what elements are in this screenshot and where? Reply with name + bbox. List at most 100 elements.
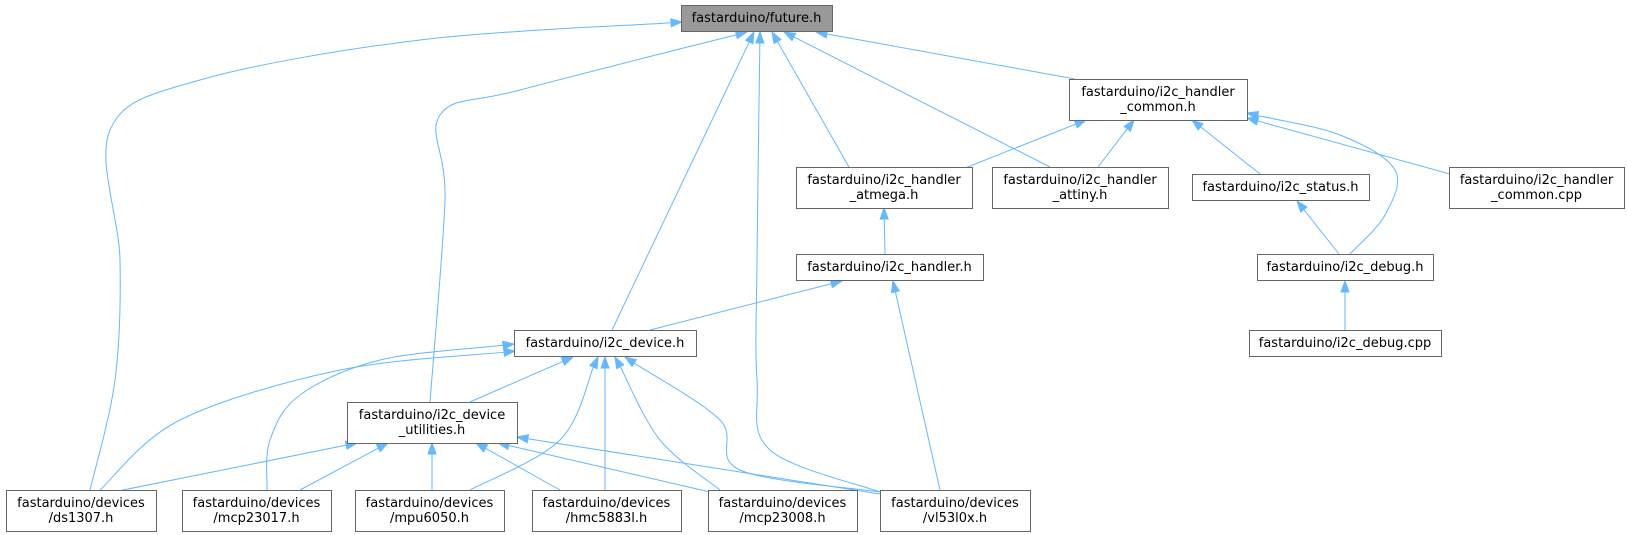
node-i2c-handler-common-h[interactable]: fastarduino/i2c_handler_common.h: [1069, 79, 1248, 121]
edge-i2c_device_utilities_h-to-vl53l0x_h: [515, 434, 881, 495]
edge-line: [99, 351, 505, 491]
node-mpu6050-h[interactable]: fastarduino/devices/mpu6050.h: [355, 490, 505, 532]
node-box[interactable]: [1249, 330, 1442, 357]
node-label: fastarduino/i2c_handler.h: [807, 260, 972, 275]
node-box[interactable]: [182, 490, 332, 532]
node-i2c-status-h[interactable]: fastarduino/i2c_status.h: [1192, 174, 1370, 201]
node-box[interactable]: [796, 167, 973, 209]
node-box[interactable]: [514, 330, 697, 357]
node-label: /mcp23017.h: [213, 511, 299, 526]
node-i2c-handler-atmega-h[interactable]: fastarduino/i2c_handler_atmega.h: [796, 167, 973, 209]
nodes-layer: fastarduino/future.h fastarduino/i2c_hand…: [6, 5, 1625, 532]
node-box[interactable]: [992, 167, 1169, 209]
node-i2c-device-utilities-h[interactable]: fastarduino/i2c_device_utilities.h: [347, 402, 518, 444]
edge-line: [89, 22, 672, 491]
node-i2c-debug-cpp[interactable]: fastarduino/i2c_debug.cpp: [1249, 330, 1442, 357]
node-mcp23017-h[interactable]: fastarduino/devices/mcp23017.h: [182, 490, 332, 532]
node-box[interactable]: [1449, 167, 1625, 209]
node-box[interactable]: [6, 490, 157, 532]
edge-line: [485, 447, 561, 491]
node-label: _atmega.h: [849, 188, 919, 203]
edge-line: [1200, 126, 1261, 175]
node-box[interactable]: [708, 490, 858, 532]
edge-line: [611, 41, 750, 331]
edge-line: [883, 218, 886, 255]
node-label: _utilities.h: [398, 423, 466, 438]
node-hmc5883l-h[interactable]: fastarduino/devices/hmc5883l.h: [532, 490, 682, 532]
arrowhead-icon: [782, 31, 797, 42]
arrowhead-icon: [375, 442, 390, 453]
edge-i2c_handler_atmega_h-to-i2c_handler_h: [879, 206, 889, 255]
edge-i2c_device_h-to-mcp23017_h: [266, 340, 516, 491]
edge-i2c_device_utilities_h-to-mcp23017_h: [299, 442, 390, 491]
node-mcp23008-h[interactable]: fastarduino/devices/mcp23008.h: [708, 490, 858, 532]
edge-line: [508, 444, 711, 493]
arrowhead-icon: [1245, 111, 1260, 121]
node-label: fastarduino/i2c_status.h: [1202, 180, 1358, 195]
node-label: /hmc5883l.h: [566, 511, 648, 526]
edge-line: [755, 42, 881, 493]
node-label: fastarduino/i2c_device.h: [526, 336, 685, 351]
node-label: fastarduino/devices: [891, 496, 1019, 511]
edge-i2c_device_utilities_h-to-mpu6050_h: [427, 441, 437, 490]
node-box[interactable]: [681, 5, 833, 32]
edge-i2c_device_h-to-vl53l0x_h: [623, 356, 881, 493]
edge-i2c_debug_h-to-i2c_debug_cpp: [1340, 279, 1350, 330]
arrowhead-icon: [755, 30, 765, 44]
arrowhead-icon: [502, 340, 516, 351]
edge-line: [429, 34, 737, 403]
node-label: fastarduino/future.h: [692, 11, 822, 26]
edge-future_h-to-i2c_handler_common_h: [814, 29, 1076, 80]
edge-line: [619, 366, 721, 491]
node-ds1307-h[interactable]: fastarduino/devices/ds1307.h: [6, 490, 157, 532]
arrowhead-icon: [427, 441, 437, 455]
arrowhead-icon: [744, 30, 755, 45]
node-future-h[interactable]: fastarduino/future.h: [681, 5, 833, 32]
node-label: fastarduino/i2c_debug.h: [1266, 260, 1423, 275]
edge-i2c_device_h-to-mpu6050_h: [469, 355, 599, 491]
node-i2c-handler-common-cpp[interactable]: fastarduino/i2c_handler_common.cpp: [1449, 167, 1625, 209]
edge-line: [633, 362, 881, 493]
edge-i2c_handler_common_h-to-i2c_handler_atmega_h: [949, 119, 1088, 175]
edge-future_h-to-vl53l0x_h: [755, 30, 881, 493]
node-label: fastarduino/i2c_handler: [1003, 173, 1157, 188]
node-box[interactable]: [1257, 254, 1434, 281]
node-i2c-device-h[interactable]: fastarduino/i2c_device.h: [514, 330, 697, 357]
node-vl53l0x-h[interactable]: fastarduino/devices/vl53l0x.h: [880, 490, 1031, 532]
node-i2c-handler-h[interactable]: fastarduino/i2c_handler.h: [796, 254, 984, 281]
node-box[interactable]: [1069, 79, 1248, 121]
edge-i2c_status_h-to-i2c_debug_h: [1296, 199, 1340, 255]
edge-future_h-to-i2c_handler_attiny_h: [782, 31, 1051, 168]
arrowhead-icon: [560, 356, 575, 366]
node-box[interactable]: [347, 402, 518, 444]
arrowhead-icon: [879, 206, 889, 220]
node-box[interactable]: [880, 490, 1031, 532]
arrowhead-icon: [503, 347, 517, 357]
node-i2c-debug-h[interactable]: fastarduino/i2c_debug.h: [1257, 254, 1434, 281]
node-label: /mcp23008.h: [739, 511, 825, 526]
arrowhead-icon: [474, 442, 489, 453]
edge-line: [1257, 115, 1399, 255]
node-label: fastarduino/i2c_handler: [1460, 173, 1614, 188]
edge-future_h-to-i2c_device_utilities_h: [429, 30, 749, 403]
edge-line: [894, 291, 941, 491]
edge-i2c_handler_common_h-to-i2c_handler_common_cpp: [1245, 116, 1451, 175]
node-box[interactable]: [355, 490, 505, 532]
edge-line: [793, 36, 1051, 168]
arrowhead-icon: [1190, 119, 1204, 131]
arrowhead-icon: [670, 18, 684, 28]
node-box[interactable]: [1192, 174, 1370, 201]
arrowhead-icon: [1073, 119, 1088, 129]
edge-line: [122, 444, 347, 491]
node-box[interactable]: [796, 254, 984, 281]
edge-line: [649, 283, 832, 331]
node-label: fastarduino/devices: [719, 496, 847, 511]
edge-i2c_handler_common_h-to-i2c_status_h: [1190, 119, 1261, 175]
node-box[interactable]: [532, 490, 682, 532]
edge-i2c_handler_h-to-vl53l0x_h: [890, 279, 941, 491]
arrowhead-icon: [623, 356, 638, 368]
edge-line: [1097, 128, 1128, 168]
node-i2c-handler-attiny-h[interactable]: fastarduino/i2c_handler_attiny.h: [992, 167, 1169, 209]
edge-i2c_handler_h-to-i2c_device_h: [649, 279, 844, 331]
